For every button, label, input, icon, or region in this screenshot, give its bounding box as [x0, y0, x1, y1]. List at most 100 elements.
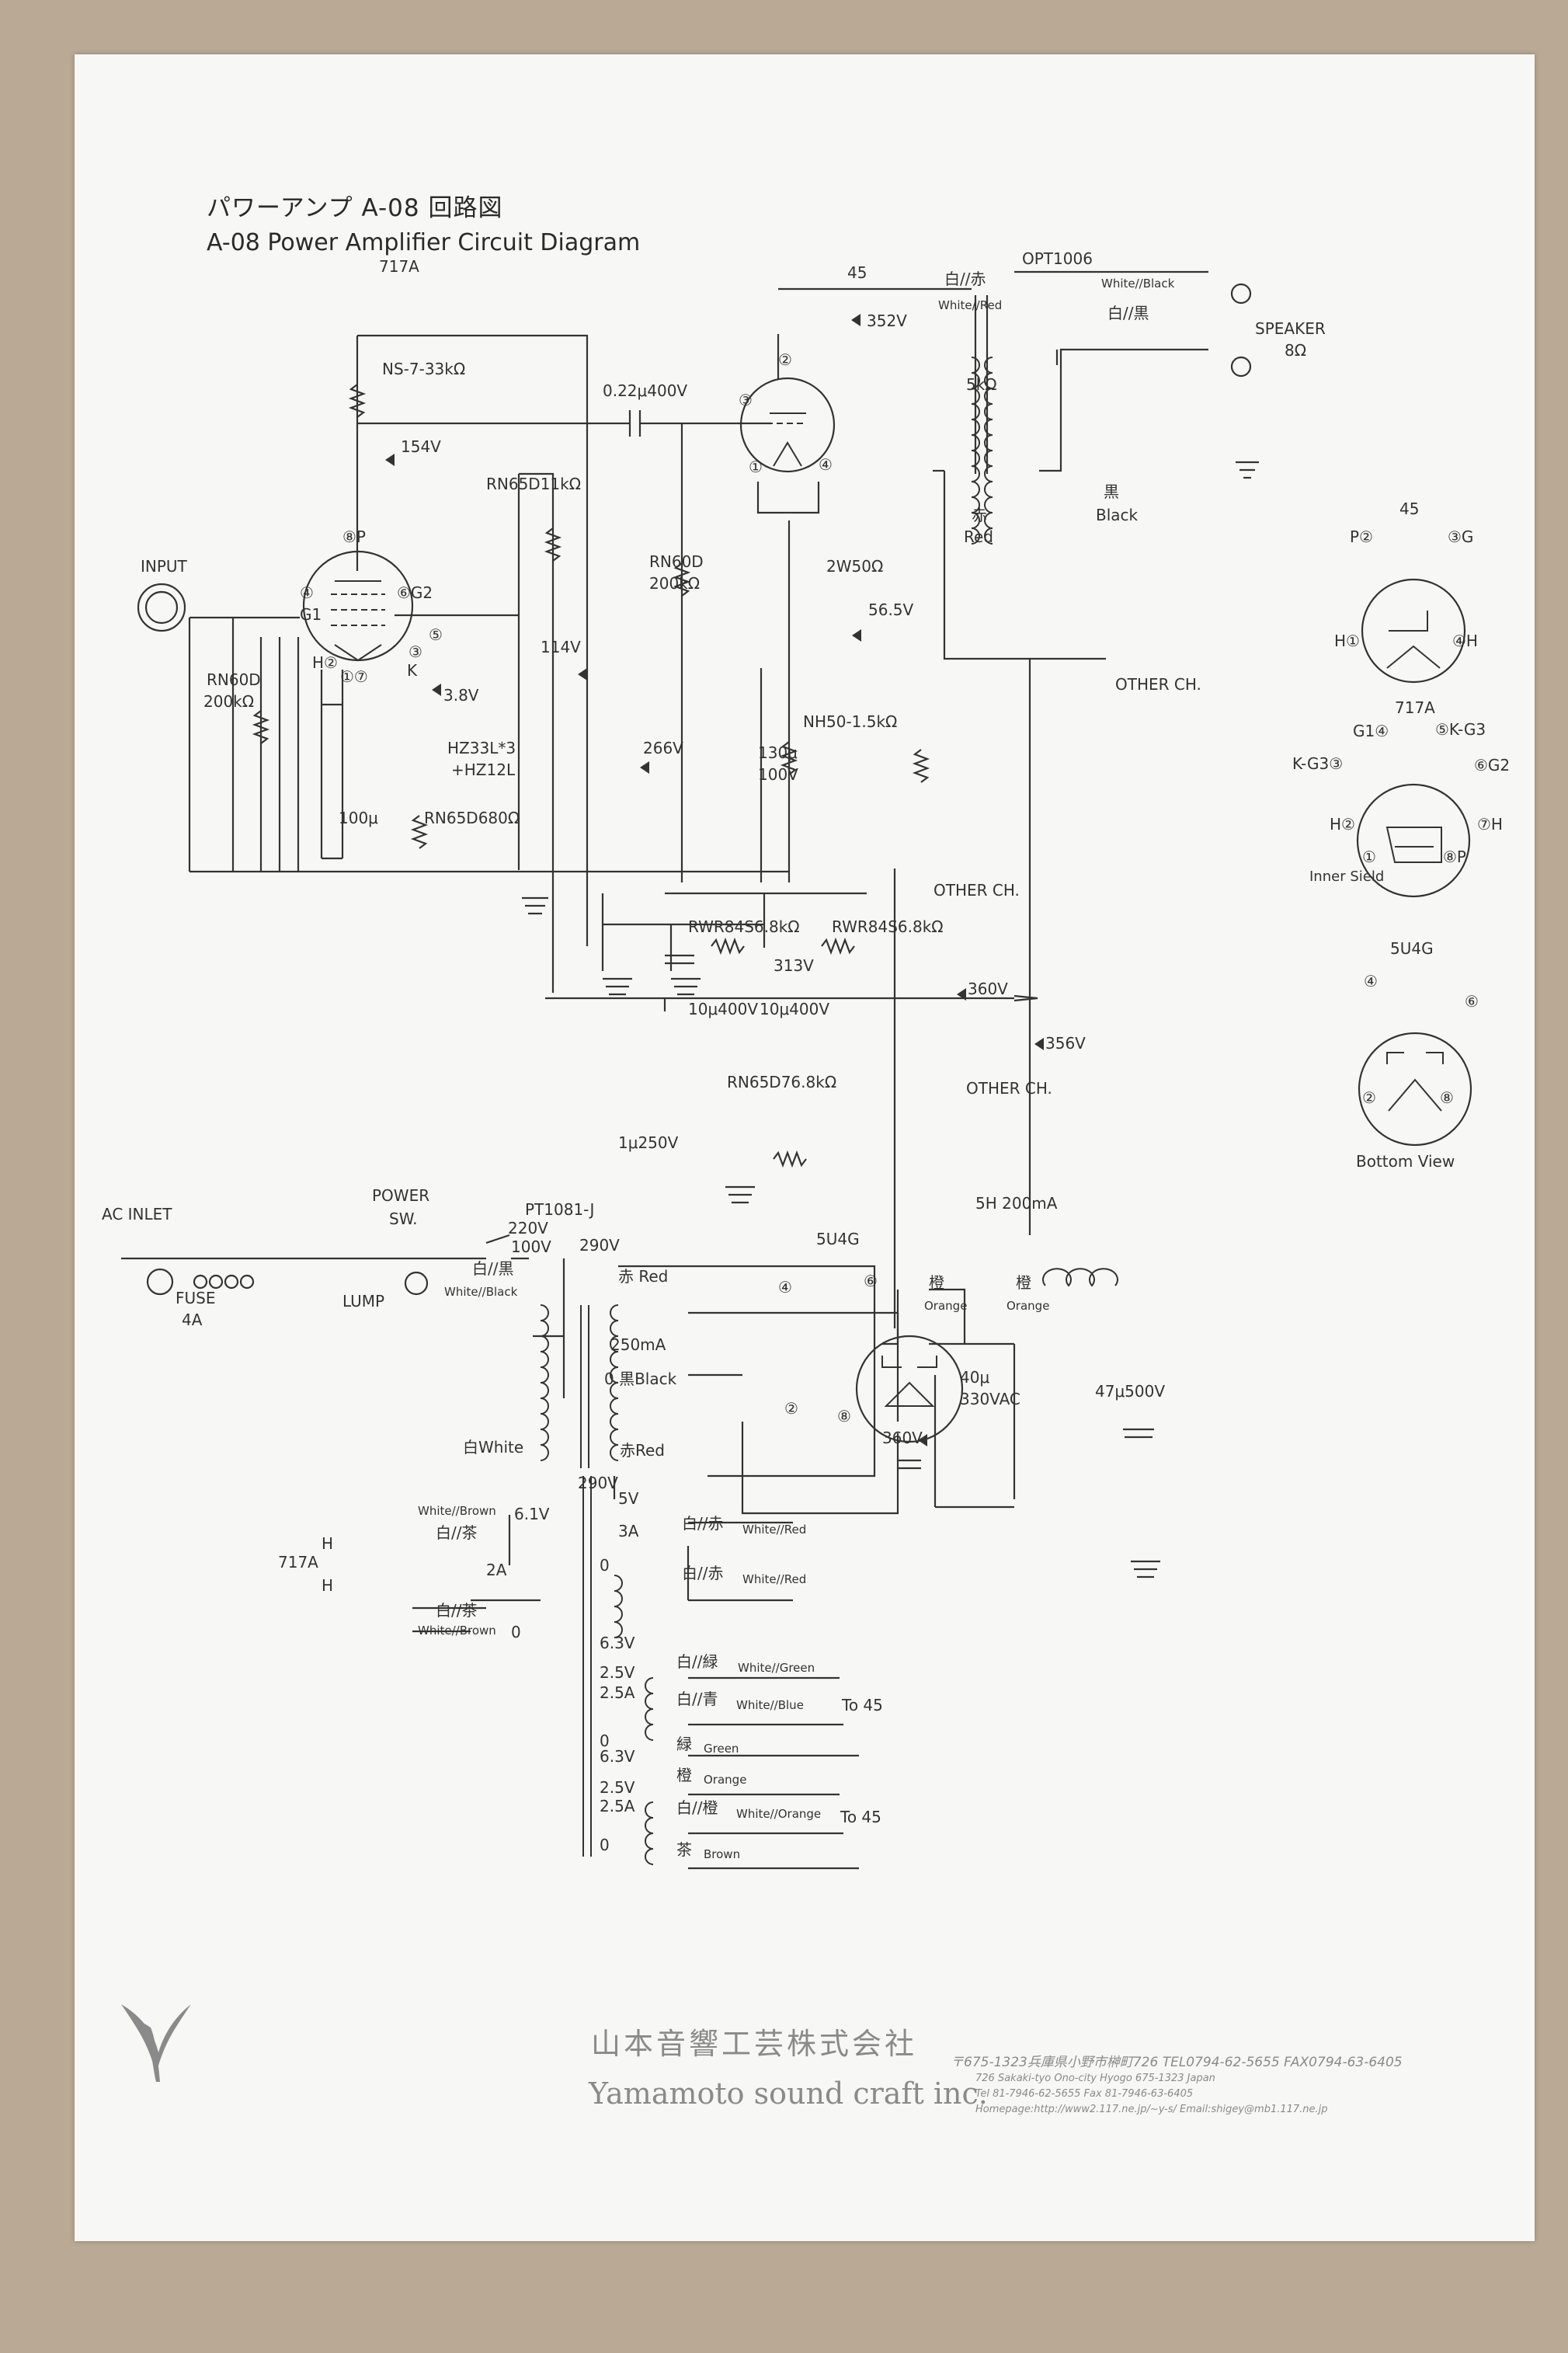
label-cap1u: 1μ250V [618, 1133, 679, 1152]
label-v266: 266V [643, 739, 683, 757]
label-tube-45: 45 [847, 263, 867, 282]
label-pin2-45: ② [778, 350, 792, 369]
label-rn60d-b: RN60D [649, 552, 704, 571]
label-b717-kg3a: ⑤K-G3 [1435, 720, 1486, 739]
label-rn65d11k: RN65D11kΩ [486, 475, 581, 493]
label-wb2-en: White//Brown [418, 1624, 496, 1638]
label-v352: 352V [867, 312, 907, 330]
label-v25a: 2.5V [600, 1663, 635, 1682]
label-wo-en: White//Orange [736, 1807, 821, 1821]
label-or-en: Orange [704, 1773, 746, 1787]
label-speaker-impedance: 8Ω [1285, 341, 1306, 360]
label-opt: OPT1006 [1022, 249, 1093, 268]
label-v565: 56.5V [868, 600, 914, 619]
label-b717-h2: H② [1330, 815, 1355, 834]
label-wr1-en: White//Red [742, 1523, 806, 1537]
label-pt-wb-en: White//Black [444, 1285, 518, 1299]
label-bottom-view: Bottom View [1356, 1152, 1455, 1171]
label-nh50: NH50-1.5kΩ [803, 712, 897, 731]
label-lump: LUMP [342, 1292, 384, 1311]
label-power-sw2: SW. [389, 1210, 418, 1228]
label-v313: 313V [774, 956, 814, 975]
label-v5: 5V [618, 1489, 639, 1508]
label-b717-kg3b: K-G3③ [1292, 754, 1343, 773]
tube-base-diagrams: 45 P② ③G H① ④H 717A G1④ ⑤K-G3 K-G3③ ⑥G2 … [1292, 499, 1510, 1171]
label-wr1-jp: 白//赤 [682, 1514, 723, 1533]
label-b5-6: ⑥ [1465, 992, 1479, 1011]
label-red-jp: 赤 Red [618, 1267, 668, 1286]
label-cap47: 47μ500V [1095, 1382, 1165, 1401]
label-v25b: 2.5V [600, 1778, 635, 1797]
label-wg-en: White//Green [738, 1661, 815, 1675]
label-coupling-cap: 0.22μ400V [603, 381, 687, 400]
label-b45-h4: ④H [1452, 632, 1478, 650]
label-rwr1: RWR84S6.8kΩ [688, 917, 800, 936]
label-rn65d76: RN65D76.8kΩ [727, 1073, 836, 1091]
label-g1: G1 [300, 605, 322, 624]
label-b5-2: ② [1362, 1088, 1376, 1107]
label-base-45: 45 [1399, 499, 1419, 518]
label-a2: 2A [486, 1561, 507, 1579]
label-v290b: 290V [578, 1474, 618, 1492]
footer-company-jp: 山本音響工芸株式会社 [591, 2027, 918, 2061]
label-pin6g2: ⑥G2 [397, 583, 433, 602]
label-rect-p2: ② [784, 1399, 798, 1418]
label-v100: 100V [511, 1237, 551, 1256]
label-v38: 3.8V [443, 686, 479, 705]
label-pin3: ③ [409, 642, 422, 661]
label-b717-is: Inner Sield [1309, 868, 1384, 885]
label-717a-heater: 717A [278, 1553, 318, 1572]
label-wg-jp: 白//緑 [676, 1652, 718, 1671]
label-tube-717a: 717A [379, 257, 419, 276]
label-to45a: To 45 [841, 1696, 883, 1714]
label-cap40: 40μ [960, 1368, 989, 1387]
label-rn60d-b-val: 200kΩ [649, 574, 700, 593]
label-opt-sec-bot-jp: 黒 [1104, 482, 1119, 501]
label-rect-p4: ④ [778, 1278, 792, 1297]
label-cap40v: 330VAC [960, 1390, 1020, 1408]
label-red2: 赤Red [620, 1441, 665, 1460]
label-to45b: To 45 [840, 1808, 881, 1826]
company-logo [121, 2004, 191, 2082]
label-v290a: 290V [579, 1236, 620, 1255]
label-rect-p8: ⑧ [837, 1407, 851, 1425]
footer-tel-en: Tel 81-7946-62-5655 Fax 81-7946-63-6405 [975, 2088, 1194, 2100]
label-rwr2: RWR84S6.8kΩ [832, 917, 944, 936]
label-wb1-jp: 白//茶 [436, 1523, 477, 1542]
power-transformer-coils [540, 1268, 1118, 1865]
label-cap10b: 10μ400V [760, 1000, 829, 1018]
label-v356: 356V [1045, 1034, 1086, 1053]
label-power-sw: POWER [372, 1186, 429, 1205]
label-opt-sec-bot-en: Black [1096, 506, 1139, 524]
label-cap100: 100μ [339, 809, 378, 827]
label-fuse: FUSE [176, 1289, 215, 1307]
label-other-ch-2: OTHER CH. [933, 881, 1020, 900]
label-cap130v: 100V [758, 765, 798, 784]
label-opt-prim-bot-en: Red [964, 527, 993, 546]
label-ac-inlet: AC INLET [102, 1205, 172, 1223]
label-fuse-val: 4A [182, 1311, 203, 1329]
title-english: A-08 Power Amplifier Circuit Diagram [207, 229, 641, 256]
label-pt-wb-jp: 白//黒 [472, 1259, 513, 1278]
label-b45-h1: H① [1334, 632, 1360, 650]
label-other-ch-3: OTHER CH. [966, 1079, 1052, 1098]
component-labels: 717A 45 OPT1006 白//赤 White//Red White//B… [102, 249, 1326, 1861]
label-ma250: 250mA [610, 1335, 666, 1354]
label-h-top: H [322, 1534, 333, 1553]
label-rect: 5U4G [816, 1230, 860, 1248]
label-orange-en2: Orange [1007, 1299, 1049, 1313]
title-japanese: パワーアンプ A-08 回路図 [207, 194, 503, 222]
label-input: INPUT [141, 557, 188, 576]
label-zero2: 0 [511, 1623, 521, 1641]
label-a25b: 2.5A [600, 1797, 635, 1815]
footer-web: Homepage:http://www2.117.ne.jp/~y-s/ Ema… [975, 2104, 1328, 2115]
footer-company-en: Yamamoto sound craft inc. [589, 2076, 988, 2111]
label-k: K [407, 661, 418, 680]
label-b717-p1: ① [1362, 848, 1376, 866]
label-opt-impedance: 5kΩ [966, 375, 997, 394]
label-pt-white: 白White [463, 1438, 523, 1457]
footer-address-jp: 〒675-1323兵庫県小野市榊町726 TEL0794-62-5655 FAX… [951, 2055, 1403, 2070]
label-opt-sec-top-en: White//Black [1101, 277, 1175, 291]
label-v154: 154V [401, 437, 441, 456]
footer-address-en: 726 Sakaki-tyo Ono-city Hyogo 675-1323 J… [975, 2073, 1215, 2084]
